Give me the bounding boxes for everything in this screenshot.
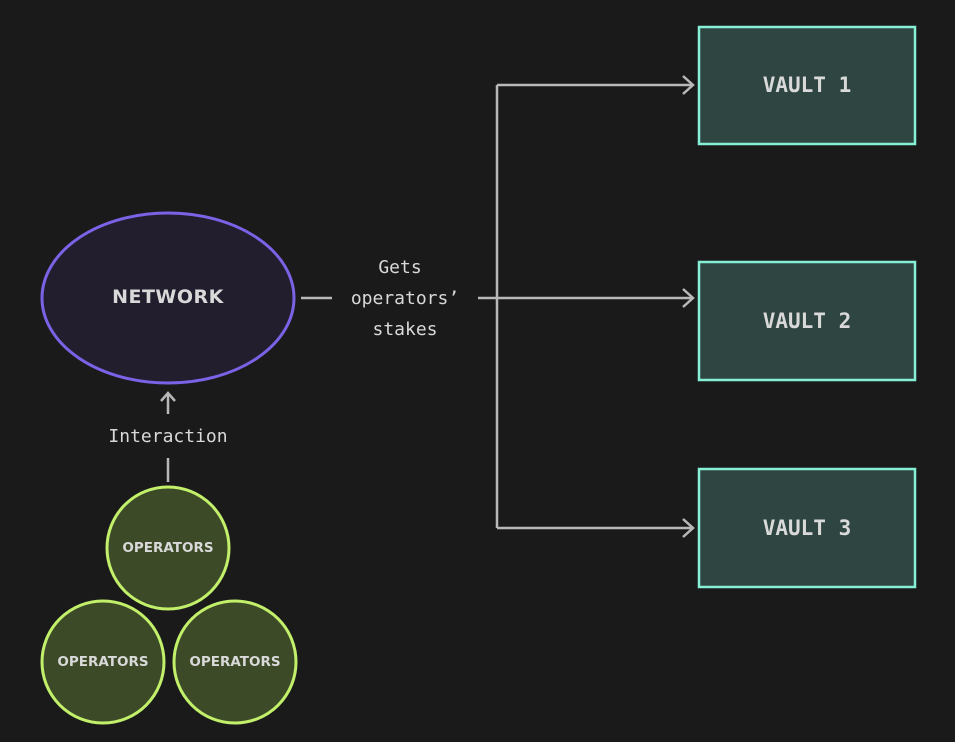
arrow-right-icon [682,288,695,308]
vault-node-3[interactable] [697,467,917,589]
stakes-label-line2: operators’ [350,288,460,309]
network-node[interactable] [40,211,296,385]
branch-vault-1 [497,75,695,95]
arrow-up-icon [160,391,176,414]
vault-label-3: VAULT 3 [762,516,852,540]
operator-node-left[interactable] [40,599,166,725]
operator-node-right[interactable] [172,599,298,725]
arrow-right-icon [682,75,695,95]
operator-label-right: OPERATORS [189,654,281,670]
branch-vault-3 [497,518,695,538]
vault-node-1[interactable] [697,25,917,146]
operator-label-top: OPERATORS [122,540,214,556]
vault-node-2[interactable] [697,260,917,382]
arrow-right-icon [682,518,695,538]
operator-node-top[interactable] [105,485,231,611]
branch-vault-2 [497,288,695,308]
vault-label-2: VAULT 2 [762,309,852,333]
vault-label-1: VAULT 1 [762,73,852,97]
operator-label-left: OPERATORS [57,654,149,670]
interaction-label: Interaction [108,426,228,447]
stakes-label-line1: Gets [378,257,422,278]
stakes-label-line3: stakes [372,319,438,340]
network-label: NETWORK [112,286,224,308]
